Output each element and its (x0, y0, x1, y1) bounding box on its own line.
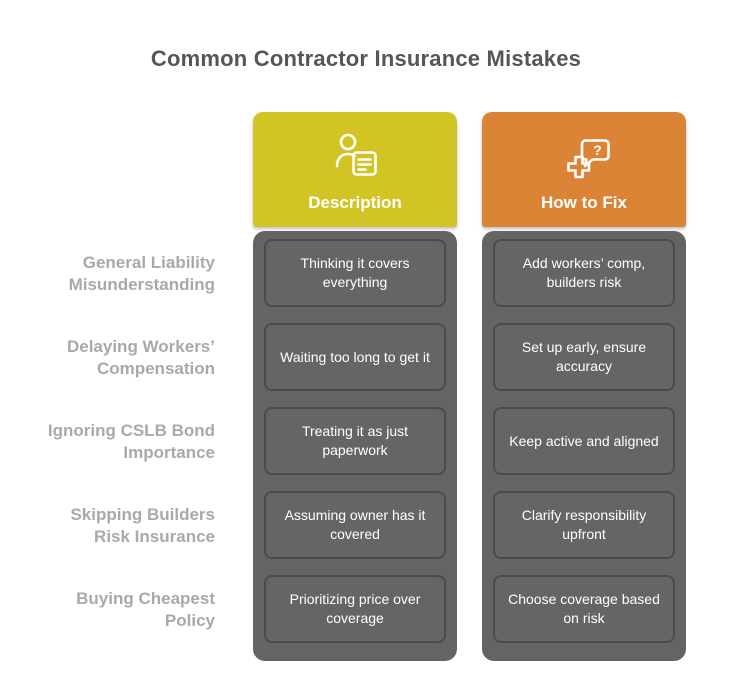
fix-cell: Clarify responsibility upfront (493, 491, 675, 559)
description-cell: Treating it as just paperwork (264, 407, 446, 475)
fix-cell: Choose coverage based on risk (493, 575, 675, 643)
row-label: Delaying Workers’ Compensation (66, 336, 215, 378)
description-column-label: Description (308, 192, 402, 212)
fix-column-body: Add workers’ comp, builders risk Set up … (482, 231, 686, 661)
description-column-header: Description (253, 112, 457, 227)
description-cell: Assuming owner has it covered (264, 491, 446, 559)
description-cell: Prioritizing price over coverage (264, 575, 446, 643)
svg-text:?: ? (593, 142, 602, 158)
row-label: Skipping Builders Risk Insurance (70, 504, 215, 546)
plus-question-bubble-icon: ? (555, 127, 613, 185)
fix-column-header: ? How to Fix (482, 112, 686, 227)
person-note-icon (326, 127, 384, 185)
fix-cell: Keep active and aligned (493, 407, 675, 475)
fix-cell: Set up early, ensure accuracy (493, 323, 675, 391)
page-title: Common Contractor Insurance Mistakes (150, 46, 582, 71)
fix-column-label: How to Fix (541, 192, 627, 212)
row-label: Buying Cheapest Policy (76, 588, 215, 630)
row-label: Ignoring CSLB Bond Importance (47, 420, 215, 462)
fix-cell: Add workers’ comp, builders risk (493, 239, 675, 307)
description-cell: Waiting too long to get it (264, 323, 446, 391)
row-label: General Liability Misunderstanding (68, 252, 215, 294)
description-cell: Thinking it covers everything (264, 239, 446, 307)
description-column-body: Thinking it covers everything Waiting to… (253, 231, 457, 661)
